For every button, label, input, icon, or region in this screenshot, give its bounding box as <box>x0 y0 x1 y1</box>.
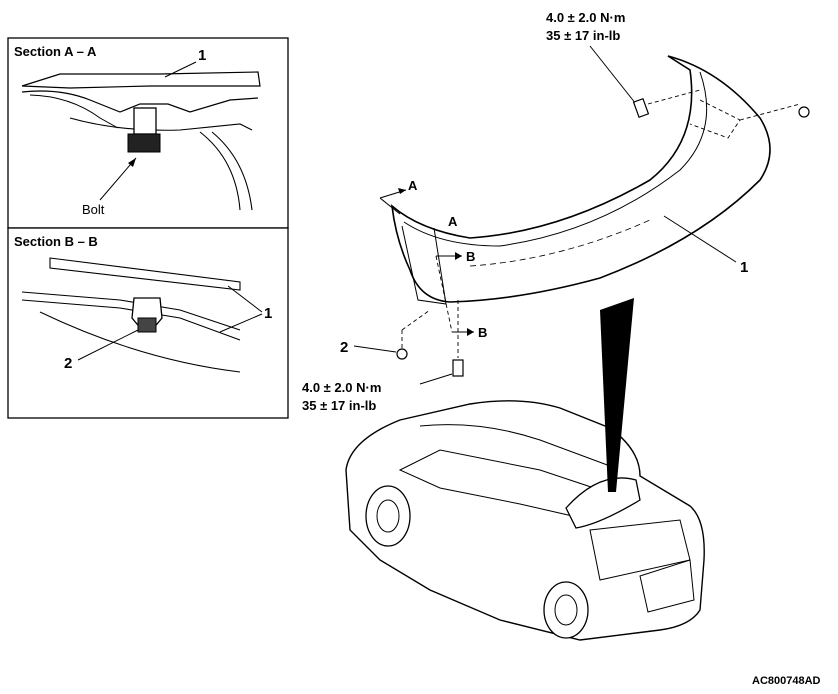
spoiler-end-cap <box>401 225 447 305</box>
section-a-inset: Section A – A 1 Bolt <box>7 37 289 229</box>
spoiler-mount-area <box>689 99 741 139</box>
section-b-marker-label-2: B <box>478 325 487 340</box>
bolt-top-dashed <box>647 89 701 105</box>
main-part-2-label: 2 <box>340 339 348 356</box>
main-part-1-label: 1 <box>740 259 748 276</box>
figure-id: AC800748AD <box>752 675 821 687</box>
vehicle-front-wheel <box>365 485 411 547</box>
bolt-top-icon <box>632 98 650 118</box>
section-a-part-1-label: 1 <box>198 47 206 64</box>
section-a-marker-label-2: A <box>448 214 458 229</box>
torque-bottom-inlb: 35 ± 17 in-lb <box>302 398 376 413</box>
nut-top-right-icon <box>798 106 810 118</box>
spoiler-main <box>390 55 771 305</box>
vehicle-outline <box>345 400 705 641</box>
section-a-spoiler-inner <box>21 90 259 113</box>
section-b-part-2-label: 2 <box>64 355 72 372</box>
bolt-bottom-leader <box>419 373 453 385</box>
section-b-panel-line <box>39 311 241 373</box>
main-leader-1 <box>663 215 737 263</box>
location-pointer <box>600 298 634 492</box>
bolt-top-leader <box>589 45 637 105</box>
section-a-marker-group: A A <box>379 178 458 229</box>
section-a-marker-label: A <box>408 178 418 193</box>
section-b-marker-label: B <box>466 249 475 264</box>
vehicle-roof-line <box>419 424 611 467</box>
bolt-bottom-icon <box>452 359 464 377</box>
section-a-bolt-leader <box>99 157 137 201</box>
section-b-leader-2 <box>77 329 139 361</box>
section-a-glass-edge-2 <box>211 131 253 211</box>
section-b-title: Section B – B <box>14 234 98 249</box>
vehicle-rear-hub <box>554 594 578 626</box>
clip-icon <box>396 348 408 360</box>
section-b-part-1-label: 1 <box>264 305 272 322</box>
spoiler-edge-line <box>403 71 708 247</box>
section-b-leader-1b <box>219 313 263 333</box>
bolt-top: 4.0 ± 2.0 N·m 35 ± 17 in-lb <box>546 10 810 121</box>
torque-top-inlb: 35 ± 17 in-lb <box>546 28 620 43</box>
section-b-marker-arrow <box>455 252 462 260</box>
vehicle-tailgate <box>639 559 695 613</box>
section-b-upper-skin <box>49 257 241 291</box>
section-a-marker-arrow <box>398 188 406 194</box>
section-a-bolt-label: Bolt <box>82 202 105 217</box>
section-a-spoiler-skin <box>21 71 261 89</box>
section-b-leader-1a <box>227 285 263 313</box>
clip-dashed-line-2 <box>401 309 431 331</box>
section-b-clip-base <box>137 317 157 333</box>
vehicle-front-hub <box>376 499 400 533</box>
section-a-title: Section A – A <box>14 44 97 59</box>
main-leader-2 <box>353 345 397 353</box>
clip-fastener: 2 <box>340 309 431 360</box>
section-a-bolt-head <box>133 107 157 135</box>
section-a-bolt-nut <box>127 133 161 153</box>
spoiler-centerline <box>469 219 651 267</box>
torque-bottom-nm: 4.0 ± 2.0 N·m <box>302 380 381 395</box>
bolt-bottom: 4.0 ± 2.0 N·m 35 ± 17 in-lb <box>302 300 464 413</box>
section-a-marker-line-2 <box>379 197 401 215</box>
section-b-inset: Section B – B 1 2 <box>7 227 289 419</box>
vehicle-rear-wheel <box>543 581 589 639</box>
section-a-body-line <box>69 117 253 131</box>
section-b-cut-line <box>435 255 453 333</box>
vehicle-rear-spoiler <box>565 477 641 529</box>
section-a-bolt-arrowhead <box>128 158 136 167</box>
section-b-marker-group: B B <box>435 249 487 340</box>
section-b-marker-arrow-2 <box>467 328 474 336</box>
spoiler-body <box>390 55 771 303</box>
torque-top-nm: 4.0 ± 2.0 N·m <box>546 10 625 25</box>
section-a-glass-edge <box>199 131 241 211</box>
section-a-panel-line <box>29 94 119 129</box>
nut-top-dashed <box>739 103 801 121</box>
section-a-leader-1 <box>164 61 197 78</box>
